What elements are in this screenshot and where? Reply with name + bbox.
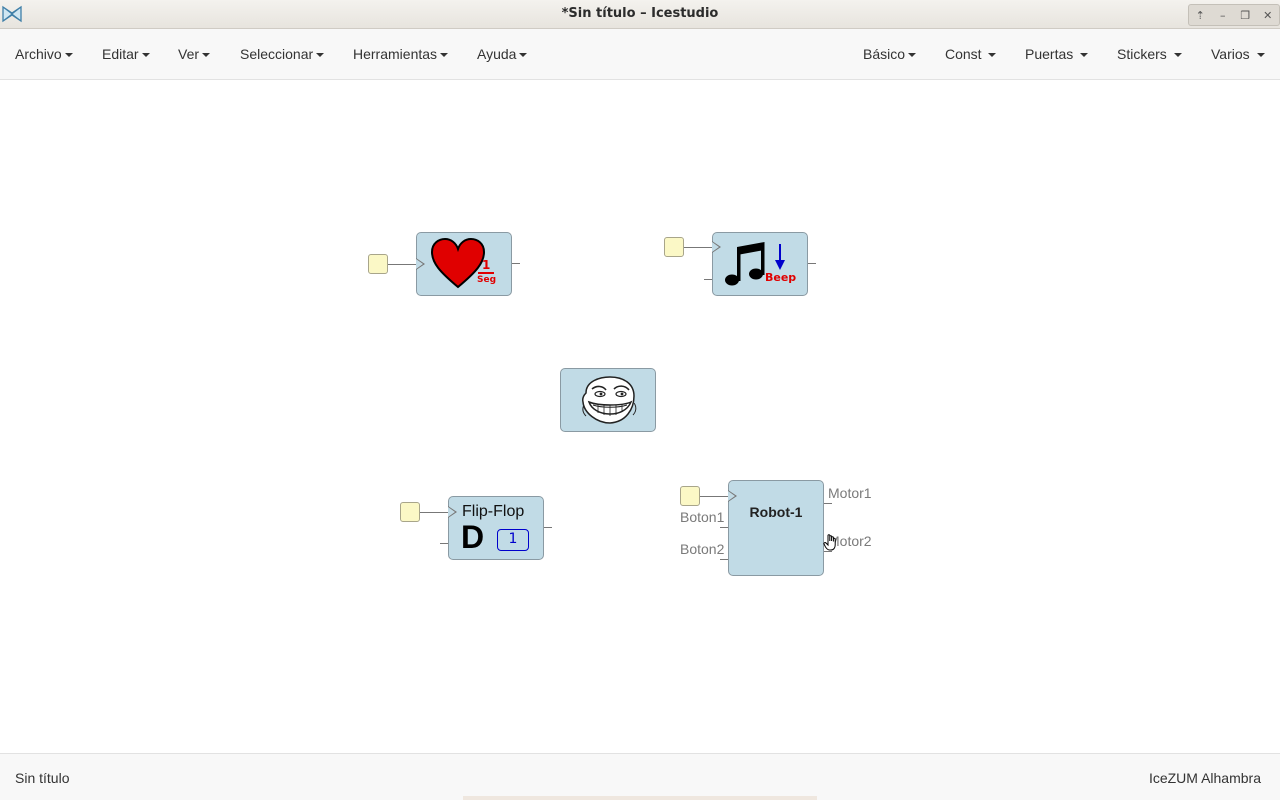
menu-varios[interactable]: Varios	[1211, 46, 1265, 62]
caret-down-icon	[440, 53, 449, 58]
horizontal-scrollbar[interactable]	[463, 796, 817, 800]
input-port[interactable]	[720, 527, 728, 528]
output-port-label: Motor1	[828, 485, 872, 501]
menu-herramientas[interactable]: Herramientas	[353, 46, 449, 62]
flip-flop-block[interactable]: Flip-Flop D 1	[448, 496, 544, 560]
input-port-label: Boton2	[680, 541, 725, 557]
window-controls: ⇡ – ❐ ✕	[1188, 4, 1280, 26]
clock-input-icon	[728, 490, 737, 502]
caret-down-icon	[202, 53, 211, 58]
robot-block[interactable]: Robot-1	[728, 480, 824, 576]
output-port[interactable]	[808, 263, 816, 264]
caret-down-icon	[1173, 53, 1182, 58]
wire	[388, 264, 416, 265]
wire	[700, 496, 728, 497]
heartbeat-block[interactable]: 1 Seg	[416, 232, 512, 296]
project-name: Sin título	[15, 770, 70, 786]
fraction-line	[478, 272, 494, 274]
menu-archivo[interactable]: Archivo	[15, 46, 73, 62]
wire	[420, 512, 448, 513]
input-pin[interactable]	[368, 254, 388, 274]
title-bar: *Sin título – Icestudio ⇡ – ❐ ✕	[0, 0, 1280, 29]
input-port[interactable]	[440, 543, 448, 544]
menu-bar: Archivo Editar Ver Seleccionar Herramien…	[0, 29, 1280, 80]
hand-cursor-icon	[823, 534, 836, 551]
output-port[interactable]	[512, 263, 520, 264]
input-pin[interactable]	[400, 502, 420, 522]
menu-basico[interactable]: Básico	[863, 46, 917, 62]
caret-down-icon	[64, 53, 73, 58]
input-pin[interactable]	[680, 486, 700, 506]
period-number: 1	[482, 258, 491, 272]
flip-flop-letter: D	[461, 519, 485, 555]
input-port[interactable]	[704, 279, 712, 280]
caret-down-icon	[316, 53, 325, 58]
clock-input-icon	[416, 258, 425, 270]
caret-down-icon	[1256, 53, 1265, 58]
icestudio-logo-icon	[2, 5, 22, 23]
arrow-down-icon	[775, 244, 785, 270]
menu-ver[interactable]: Ver	[178, 46, 211, 62]
caret-down-icon	[988, 53, 997, 58]
clock-input-icon	[448, 506, 457, 518]
beep-label: Beep	[765, 271, 797, 284]
wire	[684, 247, 712, 248]
input-port-label: Boton1	[680, 509, 725, 525]
window-title: *Sin título – Icestudio	[561, 6, 719, 21]
menu-stickers[interactable]: Stickers	[1117, 46, 1182, 62]
roll-up-button[interactable]: ⇡	[1195, 8, 1205, 22]
troll-sticker-block[interactable]	[560, 368, 656, 432]
menu-const[interactable]: Const	[945, 46, 997, 62]
input-pin[interactable]	[664, 237, 684, 257]
caret-down-icon	[1080, 53, 1089, 58]
output-port[interactable]	[544, 527, 552, 528]
robot-block-name: Robot-1	[749, 504, 803, 520]
minimize-button[interactable]: –	[1220, 8, 1226, 22]
board-selector[interactable]: IceZUM Alhambra	[1148, 770, 1261, 786]
menu-puertas[interactable]: Puertas	[1025, 46, 1089, 62]
troll-face-icon	[582, 376, 637, 424]
flip-flop-init-value: 1	[497, 529, 529, 551]
menu-seleccionar[interactable]: Seleccionar	[240, 46, 325, 62]
music-note-icon	[725, 242, 765, 286]
design-canvas[interactable]: 1 Seg Beep	[0, 80, 1280, 753]
menu-ayuda[interactable]: Ayuda	[477, 46, 528, 62]
caret-down-icon	[908, 53, 917, 58]
caret-down-icon	[519, 53, 528, 58]
input-port[interactable]	[720, 559, 728, 560]
output-port[interactable]	[824, 551, 832, 552]
beep-block[interactable]: Beep	[712, 232, 808, 296]
status-bar: Sin título IceZUM Alhambra	[0, 753, 1280, 800]
flip-flop-title: Flip-Flop	[462, 503, 525, 520]
period-unit: Seg	[477, 275, 497, 285]
output-port-label: Motor2	[828, 533, 872, 549]
heart-icon	[431, 238, 485, 289]
close-button[interactable]: ✕	[1263, 8, 1273, 22]
menu-editar[interactable]: Editar	[102, 46, 150, 62]
output-port[interactable]	[824, 503, 832, 504]
maximize-button[interactable]: ❐	[1240, 8, 1251, 22]
caret-down-icon	[141, 53, 150, 58]
clock-input-icon	[712, 241, 721, 253]
